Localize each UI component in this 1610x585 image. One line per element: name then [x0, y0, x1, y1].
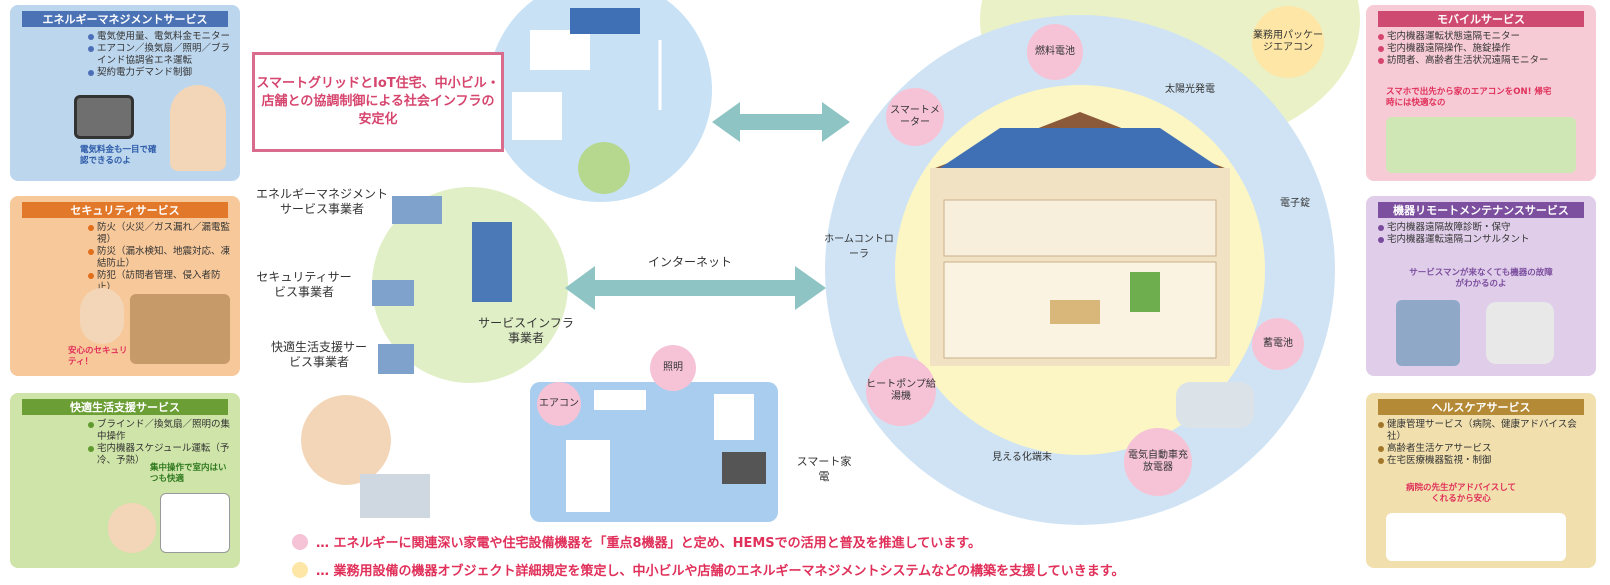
- people-illustration: [1386, 117, 1576, 173]
- list-item: 宅内機器スケジュール運転（予冷、予熱）: [88, 443, 230, 467]
- home-controller-label: ホームコントローラ: [824, 234, 894, 260]
- list-item: 在宅医療機器監視・制御: [1378, 455, 1586, 467]
- tablet-illustration: [74, 95, 134, 139]
- legend-pink: … エネルギーに関連深い家電や住宅設備機器を「重点8機器」と定め、HEMSでの活…: [292, 532, 981, 551]
- light-bubble: 照明: [650, 345, 696, 391]
- operator-illustration: [301, 395, 391, 485]
- smart-appliance-label: スマート家電: [796, 455, 852, 483]
- speech-note: 電気料金も一目で確認できるのよ: [80, 145, 157, 166]
- infra-provider-label: サービスインフラ事業者: [478, 316, 574, 345]
- house-illustration: [130, 294, 230, 364]
- tv-icon: [722, 452, 766, 484]
- infra-building-icon: [472, 222, 512, 302]
- commercial-ac-bubble: 業務用パッケージエアコン: [1252, 6, 1324, 78]
- visual-terminal-label: 見える化端末: [992, 452, 1052, 463]
- panel-title: セキュリティサービス: [22, 202, 228, 218]
- gas-tank-icon: [578, 142, 630, 194]
- service-list: 健康管理サービス（病院、健康アドバイス会社） 高齢者生活ケアサービス 在宅医療機…: [1378, 419, 1586, 467]
- legend-text: … 業務用設備の機器オブジェクト詳細規定を策定し、中小ビルや店舗のエネルギーマネ…: [316, 564, 1125, 579]
- doctor-illustration: [1386, 513, 1566, 561]
- list-item: ブラインド／換気扇／照明の集中操作: [88, 419, 230, 443]
- dam-icon: [512, 92, 562, 140]
- solar-label: 太陽光発電: [1165, 84, 1215, 95]
- car-icon: [1176, 382, 1254, 428]
- washer-illustration: [1486, 302, 1554, 364]
- ev-charger-bubble: 電気自動車充放電器: [1124, 428, 1192, 496]
- security-provider-label: セキュリティサービス事業者: [256, 270, 352, 299]
- speech-note: 病院の先生がアドバイスしてくれるから安心: [1406, 483, 1516, 504]
- service-list: 電気使用量、電気料金モニター エアコン／換気扇／照明／ブラインド協調省エネ運転 …: [88, 31, 230, 79]
- speech-note: 安心のセキュリティ！: [68, 346, 128, 367]
- panel-title: 快適生活支援サービス: [22, 399, 228, 415]
- aircon-bubble: エアコン: [537, 382, 581, 426]
- aircon-icon: [594, 390, 646, 410]
- list-item: 防火（火災／ガス漏れ／漏電監視）: [88, 222, 230, 246]
- battery-bubble: 蓄電池: [1252, 318, 1304, 370]
- smart-meter-bubble: スマートメーター: [886, 88, 944, 146]
- factory-icon: [530, 30, 590, 70]
- internet-label: インターネット: [647, 255, 732, 269]
- fuel-cell-bubble: 燃料電池: [1027, 24, 1083, 80]
- house-illustration: [930, 112, 1230, 366]
- comfort-provider-label: 快適生活支援サービス事業者: [270, 340, 367, 369]
- grid-arrow: [712, 102, 850, 142]
- list-item: 防災（漏水検知、地震対応、凍結防止）: [88, 246, 230, 270]
- fridge-icon: [566, 440, 610, 512]
- list-item: 契約電力デマンド制御: [88, 67, 230, 79]
- list-item: 訪問者、高齢者生活状況遠隔モニター: [1378, 55, 1586, 67]
- list-item: 健康管理サービス（病院、健康アドバイス会社）: [1378, 419, 1586, 443]
- internet-arrow: [565, 266, 826, 310]
- elderly-man-illustration: [108, 503, 156, 553]
- energy-building-icon: [392, 196, 442, 224]
- pink-dot-icon: [292, 534, 308, 550]
- solar-farm-icon: [570, 8, 640, 34]
- legend-yellow: … 業務用設備の機器オブジェクト詳細規定を策定し、中小ビルや店舗のエネルギーマネ…: [292, 560, 1124, 579]
- speech-note: 集中操作で室内はいつも快適: [150, 463, 227, 484]
- list-item: 宅内機器遠隔故障診断・保守: [1378, 222, 1586, 234]
- list-item: 宅内機器運転遠隔コンサルタント: [1378, 234, 1586, 246]
- security-panel: セキュリティサービス 防火（火災／ガス漏れ／漏電監視） 防災（漏水検知、地震対応…: [10, 196, 240, 376]
- energy-management-panel: エネルギーマネジメントサービス 電気使用量、電気料金モニター エアコン／換気扇／…: [10, 5, 240, 181]
- service-list: 防火（火災／ガス漏れ／漏電監視） 防災（漏水検知、地震対応、凍結防止） 防犯（訪…: [88, 222, 230, 294]
- healthcare-panel: ヘルスケアサービス 健康管理サービス（病院、健康アドバイス会社） 高齢者生活ケア…: [1366, 393, 1596, 568]
- e-lock-label: 電子錠: [1280, 198, 1310, 209]
- panel-title: 機器リモートメンテナンスサービス: [1378, 202, 1584, 218]
- list-item: 宅内機器運転状態遠隔モニター: [1378, 31, 1586, 43]
- panel-title: モバイルサービス: [1378, 11, 1584, 27]
- laptop-icon: [360, 474, 430, 518]
- list-item: 高齢者生活ケアサービス: [1378, 443, 1586, 455]
- list-item: 防犯（訪問者管理、侵入者防止）: [88, 270, 230, 294]
- heat-pump-bubble: ヒートポンプ給湯機: [866, 356, 936, 426]
- panel-title: エネルギーマネジメントサービス: [22, 11, 228, 27]
- blind-illustration: [160, 493, 230, 553]
- comfort-life-panel: 快適生活支援サービス ブラインド／換気扇／照明の集中操作 宅内機器スケジュール運…: [10, 393, 240, 568]
- list-item: 宅内機器遠隔操作、施錠操作: [1378, 43, 1586, 55]
- building-illustration: [1396, 300, 1460, 366]
- smartgrid-message: スマートグリッドとIoT住宅、中小ビル・店舗との協調制御による社会インフラの安定…: [252, 52, 504, 152]
- speech-note: サービスマンが来なくても機器の故障がわかるのよ: [1409, 268, 1553, 289]
- list-item: 電気使用量、電気料金モニター: [88, 31, 230, 43]
- speech-note: スマホで出先から家のエアコンをON! 帰宅時には快適なの: [1386, 87, 1552, 108]
- yellow-dot-icon: [292, 562, 308, 578]
- service-infra-circle: [372, 187, 568, 383]
- comfort-building-icon: [378, 344, 414, 374]
- mobile-service-panel: モバイルサービス 宅内機器運転状態遠隔モニター 宅内機器遠隔操作、施錠操作 訪問…: [1366, 5, 1596, 181]
- legend-text: … エネルギーに関連深い家電や住宅設備機器を「重点8機器」と定め、HEMSでの活…: [316, 536, 981, 551]
- washer-icon: [714, 394, 754, 440]
- list-item: エアコン／換気扇／照明／ブラインド協調省エネ運転: [88, 43, 230, 67]
- panel-title: ヘルスケアサービス: [1378, 399, 1584, 415]
- service-list: 宅内機器遠隔故障診断・保守 宅内機器運転遠隔コンサルタント: [1378, 222, 1586, 246]
- energy-provider-label: エネルギーマネジメントサービス事業者: [255, 187, 388, 216]
- remote-maintenance-panel: 機器リモートメンテナンスサービス 宅内機器遠隔故障診断・保守 宅内機器運転遠隔コ…: [1366, 196, 1596, 376]
- service-list: ブラインド／換気扇／照明の集中操作 宅内機器スケジュール運転（予冷、予熱）: [88, 419, 230, 467]
- man-illustration: [80, 288, 124, 344]
- service-list: 宅内機器運転状態遠隔モニター 宅内機器遠隔操作、施錠操作 訪問者、高齢者生活状況…: [1378, 31, 1586, 67]
- security-building-icon: [372, 280, 414, 306]
- woman-illustration: [170, 85, 226, 171]
